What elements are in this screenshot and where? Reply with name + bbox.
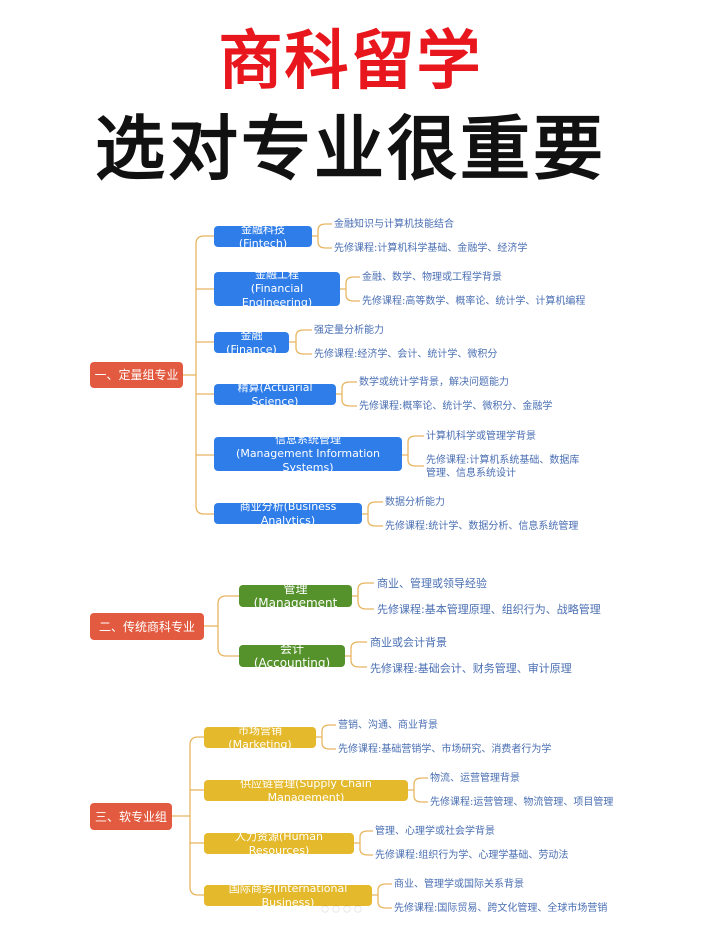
leaf-hr-2: 先修课程:组织行为学、心理学基础、劳动法 <box>375 850 569 861</box>
subtitle: 选对专业很重要 <box>95 108 606 190</box>
node-hr: 人力资源(Human Resources) <box>204 830 354 857</box>
node-actuarial: 精算(Actuarial Science) <box>214 381 336 408</box>
node-accounting: 会计(Accounting) <box>239 642 345 670</box>
leaf-ib-1: 商业、管理学或国际关系背景 <box>394 879 524 890</box>
leaf-finance-2: 先修课程:经济学、会计、统计学、微积分 <box>314 349 498 360</box>
leaf-mis-2: 先修课程:计算机系统基础、数据库管理、信息系统设计 <box>426 455 580 479</box>
node-management: 管理(Management <box>239 582 352 610</box>
leaf-actuarial-1: 数学或统计学背景，解决问题能力 <box>359 377 509 388</box>
main-title: 商科留学 <box>218 25 483 99</box>
leaf-ib-2: 先修课程:国际贸易、跨文化管理、全球市场营销 <box>394 903 608 914</box>
node-supply-chain: 供应链管理(Supply Chain Management) <box>204 777 408 804</box>
leaf-mgmt-2: 先修课程:基本管理原理、组织行为、战略管理 <box>377 603 601 616</box>
node-financial-engineering-cn: 金融工程 <box>255 268 299 281</box>
leaf-fintech-2: 先修课程:计算机科学基础、金融学、经济学 <box>334 243 528 254</box>
page-indicator[interactable] <box>322 897 366 916</box>
leaf-acct-1: 商业或会计背景 <box>370 636 447 649</box>
leaf-mkt-2: 先修课程:基础营销学、市场研究、消费者行为学 <box>338 744 552 755</box>
page-dot[interactable] <box>355 906 361 912</box>
leaf-scm-1: 物流、运营管理背景 <box>430 773 520 784</box>
leaf-ba-1: 数据分析能力 <box>385 497 445 508</box>
leaf-fe-1: 金融、数学、物理或工程学背景 <box>362 272 502 283</box>
node-financial-engineering: 金融工程 (Financial Engineering) <box>214 268 340 309</box>
node-fintech: 金融科技(Fintech) <box>214 223 312 250</box>
node-financial-engineering-en: (Financial Engineering) <box>241 282 313 309</box>
leaf-mkt-1: 营销、沟通、商业背景 <box>338 720 438 731</box>
page-dot[interactable] <box>333 906 339 912</box>
node-business-analytics: 商业分析(Business Analytics) <box>214 500 362 527</box>
node-international-business: 国际商务(International Business) <box>204 882 372 909</box>
group-traditional: 二、传统商科专业 <box>90 613 204 640</box>
node-finance: 金融(Finance) <box>214 329 289 356</box>
node-marketing: 市场营销(Marketing) <box>204 724 316 751</box>
leaf-scm-2: 先修课程:运营管理、物流管理、项目管理 <box>430 797 614 808</box>
group-quantitative: 一、定量组专业 <box>90 362 183 388</box>
leaf-acct-2: 先修课程:基础会计、财务管理、审计原理 <box>370 662 572 675</box>
connector-g1-vertical <box>195 235 205 515</box>
page-dot[interactable] <box>344 906 350 912</box>
node-mis: 信息系统管理 (Management Information Systems) <box>214 433 402 474</box>
leaf-hr-1: 管理、心理学或社会学背景 <box>375 826 495 837</box>
group-soft: 三、软专业组 <box>90 803 172 830</box>
node-mis-cn: 信息系统管理 <box>275 433 341 446</box>
leaf-fe-2: 先修课程:高等数学、概率论、统计学、计算机编程 <box>362 296 586 307</box>
leaf-mis-1: 计算机科学或管理学背景 <box>426 431 536 442</box>
leaf-actuarial-2: 先修课程:概率论、统计学、微积分、金融学 <box>359 401 553 412</box>
leaf-fintech-1: 金融知识与计算机技能结合 <box>334 219 454 230</box>
leaf-finance-1: 强定量分析能力 <box>314 325 384 336</box>
node-mis-en: (Management Information Systems) <box>236 447 380 474</box>
leaf-ba-2: 先修课程:统计学、数据分析、信息系统管理 <box>385 521 579 532</box>
leaf-mgmt-1: 商业、管理或领导经验 <box>377 577 487 590</box>
page-dot[interactable] <box>322 906 328 912</box>
